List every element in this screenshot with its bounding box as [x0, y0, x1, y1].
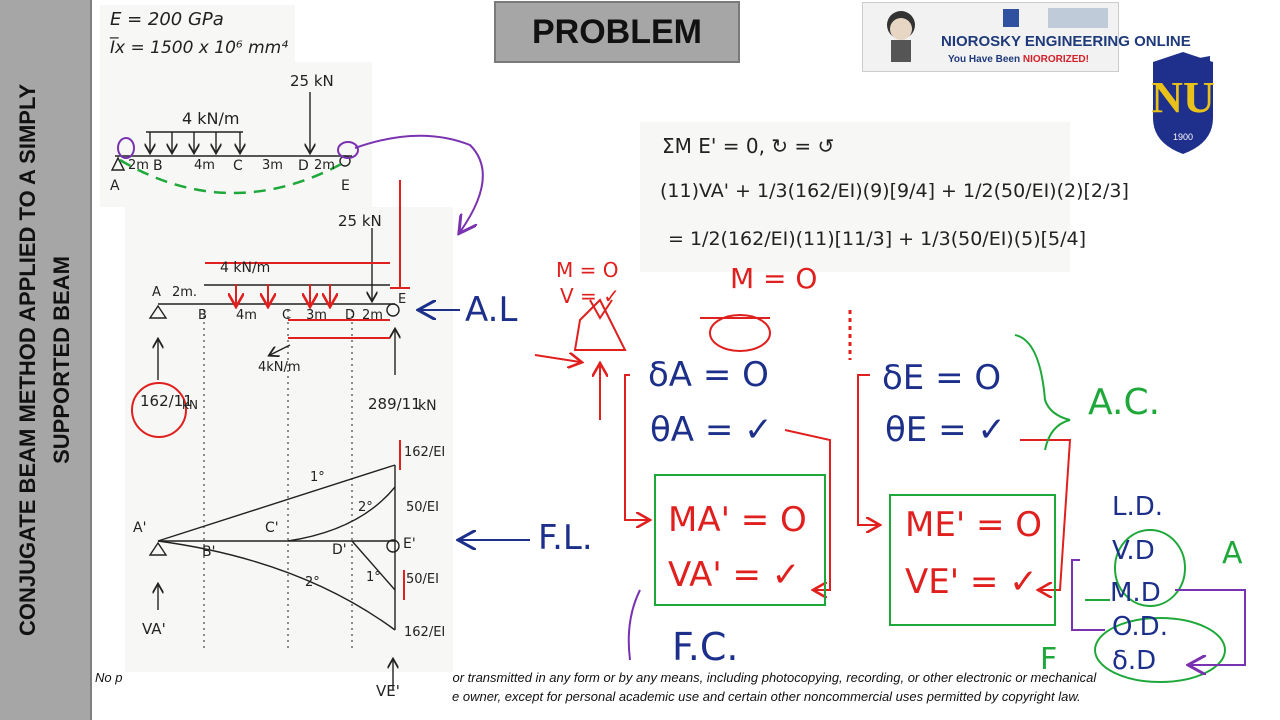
- conj-B: B': [202, 544, 216, 560]
- lower-point-load: 25 kN: [338, 212, 382, 230]
- equation-line1: ΣM E' = 0, ↻ = ↺: [662, 134, 835, 158]
- span-4: 2m: [314, 158, 335, 173]
- conj-moment-3: 50/EI: [406, 572, 439, 587]
- span-3: 3m: [262, 158, 283, 173]
- conj-label-1: 1°: [310, 470, 325, 485]
- note-M0-right: M = O: [730, 262, 818, 295]
- note-VA: VA' = ✓: [668, 555, 801, 595]
- label-B: B: [153, 158, 163, 174]
- red-markup: [131, 180, 410, 600]
- note-deltaE: δE = O: [882, 358, 1002, 398]
- label-AL: A.L: [465, 290, 518, 330]
- lower-label-D: D: [345, 308, 356, 323]
- note-thetaA: θA = ✓: [650, 410, 773, 450]
- conj-label-2: 2°: [358, 500, 373, 515]
- legend-deltaD: δ.D: [1112, 646, 1157, 676]
- label-FC: F.C.: [672, 625, 739, 669]
- reaction-A: 162/11: [140, 392, 193, 410]
- label-FL: F.L.: [538, 518, 593, 558]
- conj-label-4: 1°: [366, 570, 381, 585]
- brand-tagline: You Have Been NIORORIZED!: [948, 54, 1089, 65]
- equation-paper: [640, 122, 1070, 272]
- span-2: 4m: [194, 158, 215, 173]
- label-C: C: [233, 158, 243, 174]
- conj-label-3: 2°: [305, 575, 320, 590]
- sidebar: CONJUGATE BEAM METHOD APPLIED TO A SIMPL…: [0, 0, 92, 720]
- label-E: E: [341, 178, 350, 194]
- label-AC: A.C.: [1088, 382, 1161, 423]
- note-deltaA: δA = O: [648, 355, 769, 395]
- lower-extra-span: 2m.: [172, 285, 198, 300]
- copyright-line2: e owner, except for personal academic us…: [452, 689, 1081, 704]
- span-1: 2m: [128, 158, 149, 173]
- label-D: D: [298, 158, 309, 174]
- note-VE: VE' = ✓: [905, 562, 1038, 602]
- lower-label-E: E: [398, 292, 407, 307]
- given-I: I̅x = 1500 x 10⁶ mm⁴: [110, 38, 289, 58]
- conjugate-beam: [148, 228, 399, 690]
- top-point-load: 25 kN: [290, 72, 334, 90]
- legend-OD: O.D.: [1112, 612, 1168, 642]
- flow-arrows: [534, 298, 1072, 590]
- conj-moment-2: 50/EI: [406, 500, 439, 515]
- conj-E: E': [403, 536, 416, 552]
- conj-D: D': [332, 542, 347, 558]
- legend-VD: V.D: [1112, 536, 1155, 566]
- brand-name: NIOROSKY ENGINEERING ONLINE: [941, 33, 1191, 50]
- legend-MD: M.D: [1110, 578, 1161, 608]
- given-paper: [100, 5, 295, 65]
- reaction-E-unit: kN: [418, 398, 437, 414]
- problem-header: PROBLEM: [494, 1, 740, 63]
- conj-reaction-A: VA': [142, 620, 166, 638]
- brand-banner: NIOROSKY ENGINEERING ONLINE You Have Bee…: [862, 2, 1191, 72]
- green-markup: [654, 334, 1226, 683]
- conj-A: A': [133, 520, 147, 536]
- conj-moment-1: 162/EI: [404, 445, 446, 460]
- purple-markup: [627, 559, 1246, 665]
- lower-udl: 4 kN/m: [220, 260, 271, 276]
- lower-label-A: A: [152, 285, 161, 300]
- note-ME: ME' = O: [905, 505, 1043, 545]
- note-V-check: V = ✓: [560, 284, 620, 308]
- reaction-A-unit: kN: [182, 398, 198, 412]
- lower-label-C: C: [282, 308, 292, 323]
- brand-illustration: [887, 8, 1108, 62]
- label-A: A: [110, 178, 120, 194]
- given-E: E = 200 GPa: [110, 9, 224, 30]
- beam-sketch-paper: [100, 62, 372, 207]
- lower-span-4: 2m: [362, 308, 383, 323]
- equation-line3: = 1/2(162/EI)(11)[11/3] + 1/3(50/EI)(5)[…: [668, 228, 1087, 250]
- legend-F: F: [1040, 642, 1058, 677]
- top-udl: 4 kN/m: [182, 109, 240, 128]
- note-M0-top: M = O: [556, 258, 619, 282]
- legend-A: A: [1222, 536, 1243, 571]
- conj-reaction-E: VE': [376, 682, 400, 700]
- legend-LD: L.D.: [1112, 492, 1164, 522]
- note-MA: MA' = O: [668, 500, 807, 540]
- note-thetaE: θE = ✓: [885, 410, 1006, 450]
- lower-span-2: 4m: [236, 308, 257, 323]
- reaction-E: 289/11: [368, 395, 421, 413]
- lower-label-B: B: [198, 308, 207, 323]
- equation-line2: (11)VA' + 1/3(162/EI)(9)[9/4] + 1/2(50/E…: [660, 180, 1129, 202]
- top-beam: [110, 92, 352, 171]
- conj-moment-4: 162/EI: [404, 625, 446, 640]
- lower-extra-udl: 4kN/m: [258, 360, 301, 375]
- lower-span-3: 3m: [306, 308, 327, 323]
- conj-C: C': [265, 520, 279, 536]
